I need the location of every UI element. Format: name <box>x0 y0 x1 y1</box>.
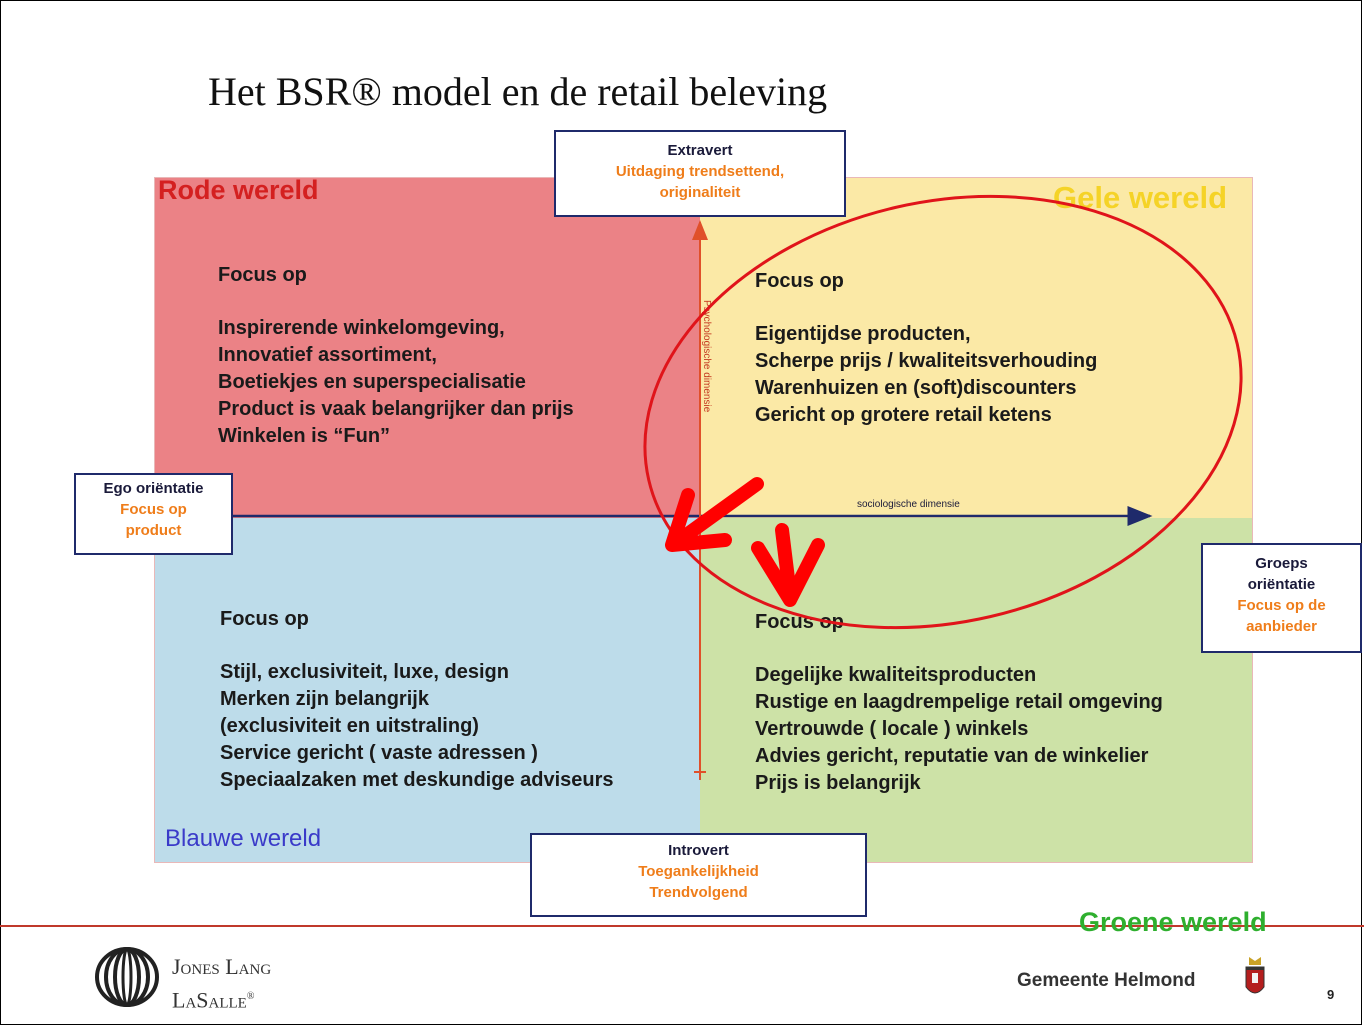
focus-heading: Focus op <box>755 611 844 633</box>
box-group-orientation: Groeps oriëntatie Focus op de aanbieder <box>1201 543 1362 653</box>
helmond-crest-icon <box>1245 957 1265 994</box>
arrow-to-green-head <box>751 538 825 607</box>
box-title: Introvert <box>668 842 729 859</box>
box-ego-orientation: Ego oriëntatie Focus op product <box>74 473 233 555</box>
focus-line: Eigentijdse producten, <box>755 323 971 345</box>
footer-divider <box>0 925 1364 927</box>
jll-logo-icon <box>95 947 159 1007</box>
focus-line: Warenhuizen en (soft)discounters <box>755 377 1077 399</box>
focus-line: Service gericht ( vaste adressen ) <box>220 742 538 764</box>
focus-heading: Focus op <box>218 264 307 286</box>
focus-line: Product is vaak belangrijker dan prijs <box>218 398 574 420</box>
quadrant-blue <box>155 518 700 862</box>
box-subtext: Focus op <box>120 501 187 518</box>
arrow-to-blue-shaft <box>678 477 764 543</box>
world-label-green: Groene wereld <box>1079 907 1267 937</box>
focus-line: Degelijke kwaliteitsproducten <box>755 664 1037 686</box>
box-subtext: Focus op de <box>1237 597 1326 614</box>
focus-line: Rustige en laagdrempelige retail omgevin… <box>755 691 1163 713</box>
box-subtext: originaliteit <box>659 184 741 201</box>
world-label-red: Rode wereld <box>158 175 319 205</box>
arrow-to-blue-head <box>665 488 732 552</box>
focus-text-red: Focus op Inspirerende winkelomgeving, In… <box>218 262 574 450</box>
focus-heading: Focus op <box>220 608 309 630</box>
world-label-yellow: Gele wereld <box>1053 180 1228 215</box>
arrow-to-green-shaft <box>775 523 797 602</box>
municipality-name: Gemeente Helmond <box>1017 970 1196 991</box>
box-subtext: Toegankelijkheid <box>638 863 759 880</box>
box-subtext: Trendvolgend <box>649 884 748 901</box>
focus-line: Advies gericht, reputatie van de winkeli… <box>755 745 1149 767</box>
world-label-blue: Blauwe wereld <box>165 825 322 852</box>
jll-line-2: LaSalle® <box>172 987 255 1013</box>
jll-wordmark: Jones Lang LaSalle® <box>172 952 271 1015</box>
slide-title: Het BSR® model en de retail beleving <box>208 69 828 114</box>
box-title: Extravert <box>667 142 733 159</box>
box-subtext: product <box>125 522 182 539</box>
box-introvert: Introvert Toegankelijkheid Trendvolgend <box>530 833 867 917</box>
box-subtext: aanbieder <box>1246 618 1317 635</box>
focus-text-green: Focus op Degelijke kwaliteitsproducten R… <box>755 609 1163 797</box>
focus-line: (exclusiviteit en uitstraling) <box>220 715 479 737</box>
box-subtext: Uitdaging trendsettend, <box>615 163 785 180</box>
focus-text-yellow: Focus op Eigentijdse producten, Scherpe … <box>755 268 1097 429</box>
jll-line-1: Jones Lang <box>172 954 272 979</box>
focus-heading: Focus op <box>755 270 844 292</box>
axis-label-horizontal: sociologische dimensie <box>857 499 960 510</box>
focus-line: Merken zijn belangrijk <box>220 688 429 710</box>
focus-line: Winkelen is “Fun” <box>218 425 391 447</box>
focus-line: Speciaalzaken met deskundige adviseurs <box>220 769 614 791</box>
focus-line: Boetiekjes en superspecialisatie <box>218 371 526 393</box>
highlight-ellipse <box>643 194 1243 630</box>
focus-line: Innovatief assortiment, <box>218 344 437 366</box>
box-title: Ego oriëntatie <box>103 480 204 497</box>
focus-line: Vertrouwde ( locale ) winkels <box>755 718 1029 740</box>
focus-text-blue: Focus op Stijl, exclusiviteit, luxe, des… <box>220 606 614 794</box>
quadrant-red <box>155 178 700 518</box>
focus-line: Inspirerende winkelomgeving, <box>218 317 505 339</box>
focus-line: Gericht op grotere retail ketens <box>755 404 1052 426</box>
page-number: 9 <box>1327 987 1335 1002</box>
focus-line: Scherpe prijs / kwaliteitsverhouding <box>755 350 1098 372</box>
focus-line: Prijs is belangrijk <box>755 772 921 794</box>
box-title: oriëntatie <box>1247 576 1316 593</box>
box-extravert: Extravert Uitdaging trendsettend, origin… <box>554 130 846 217</box>
focus-line: Stijl, exclusiviteit, luxe, design <box>220 661 509 683</box>
box-title: Groeps <box>1255 555 1308 572</box>
quadrant-yellow <box>700 178 1252 518</box>
